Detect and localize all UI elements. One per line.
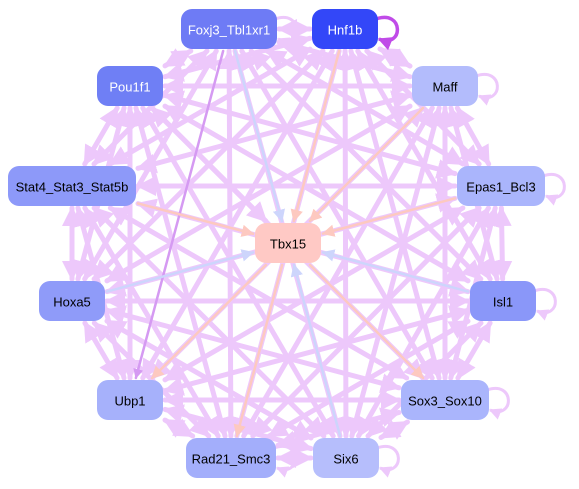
node-label-ubp1: Ubp1 bbox=[114, 394, 145, 409]
self-loop-sox3 bbox=[486, 386, 510, 420]
edge-sox3-to-six6 bbox=[378, 419, 410, 440]
node-label-sox3: Sox3_Sox10 bbox=[408, 394, 482, 409]
edge-foxj3-to-pou1f1 bbox=[162, 48, 194, 69]
node-sox3[interactable]: Sox3_Sox10 bbox=[401, 380, 489, 420]
node-box-hnf1b bbox=[312, 9, 378, 49]
edge-epas1-to-tbx15 bbox=[321, 197, 457, 237]
node-box-sox3 bbox=[401, 380, 489, 420]
node-label-hoxa5: Hoxa5 bbox=[53, 295, 91, 310]
node-hnf1b[interactable]: Hnf1b bbox=[312, 9, 378, 49]
node-foxj3[interactable]: Foxj3_Tbl1xr1 bbox=[181, 9, 277, 49]
edge-tbx15-to-rad21 bbox=[233, 263, 284, 438]
node-box-ubp1 bbox=[97, 380, 163, 420]
edge-tbx15-to-ubp1 bbox=[150, 263, 268, 380]
node-rad21[interactable]: Rad21_Smc3 bbox=[186, 438, 276, 478]
self-loop-layer bbox=[273, 15, 566, 478]
node-label-epas1: Epas1_Bcl3 bbox=[466, 180, 535, 195]
node-label-isl1: Isl1 bbox=[493, 295, 513, 310]
node-hoxa5[interactable]: Hoxa5 bbox=[39, 281, 105, 321]
node-label-foxj3: Foxj3_Tbl1xr1 bbox=[188, 23, 270, 38]
self-loop-rad21 bbox=[273, 444, 297, 478]
self-loop-foxj3 bbox=[274, 15, 298, 49]
node-box-six6 bbox=[313, 438, 379, 478]
node-box-maff bbox=[412, 66, 478, 106]
node-tbx15[interactable]: Tbx15 bbox=[255, 223, 321, 263]
edge-tbx15-to-sox3 bbox=[308, 263, 425, 380]
node-pou1f1[interactable]: Pou1f1 bbox=[97, 66, 163, 106]
node-box-foxj3 bbox=[181, 9, 277, 49]
edge-foxj3-to-tbx15 bbox=[233, 49, 285, 223]
node-label-maff: Maff bbox=[432, 80, 457, 95]
edge-isl1-to-tbx15 bbox=[321, 249, 470, 293]
node-isl1[interactable]: Isl1 bbox=[470, 281, 536, 321]
node-label-tbx15: Tbx15 bbox=[270, 237, 306, 252]
self-loop-isl1 bbox=[533, 287, 557, 321]
node-box-stat4 bbox=[8, 166, 136, 206]
node-label-six6: Six6 bbox=[333, 452, 358, 467]
node-label-pou1f1: Pou1f1 bbox=[109, 80, 150, 95]
node-box-rad21 bbox=[186, 438, 276, 478]
node-box-tbx15 bbox=[255, 223, 321, 263]
self-loop-hnf1b bbox=[375, 15, 400, 51]
edge-foxj3-to-rad21 bbox=[219, 48, 241, 439]
node-box-epas1 bbox=[457, 166, 545, 206]
node-ubp1[interactable]: Ubp1 bbox=[97, 380, 163, 420]
edge-six6-to-tbx15 bbox=[290, 263, 342, 438]
edge-ubp1-to-rad21 bbox=[162, 417, 196, 439]
node-stat4[interactable]: Stat4_Stat3_Stat5b bbox=[8, 166, 136, 206]
edge-hoxa5-to-tbx15 bbox=[105, 249, 255, 293]
edge-maff-to-tbx15 bbox=[308, 106, 425, 223]
self-loop-epas1 bbox=[542, 172, 566, 206]
node-box-isl1 bbox=[470, 281, 536, 321]
self-loop-maff bbox=[475, 72, 499, 106]
edge-stat4-to-tbx15 bbox=[136, 202, 255, 237]
node-label-rad21: Rad21_Smc3 bbox=[192, 452, 271, 467]
edge-epas1-to-isl1 bbox=[491, 205, 513, 282]
node-six6[interactable]: Six6 bbox=[313, 438, 379, 478]
node-label-stat4: Stat4_Stat3_Stat5b bbox=[16, 180, 129, 195]
node-box-hoxa5 bbox=[39, 281, 105, 321]
node-label-hnf1b: Hnf1b bbox=[328, 23, 363, 38]
node-maff[interactable]: Maff bbox=[412, 66, 478, 106]
node-epas1[interactable]: Epas1_Bcl3 bbox=[457, 166, 545, 206]
edge-hnf1b-to-maff bbox=[377, 46, 413, 69]
edge-hnf1b-to-tbx15 bbox=[290, 49, 341, 223]
self-loop-six6 bbox=[376, 444, 400, 478]
edge-hnf1b-to-six6 bbox=[335, 48, 356, 439]
node-box-pou1f1 bbox=[97, 66, 163, 106]
